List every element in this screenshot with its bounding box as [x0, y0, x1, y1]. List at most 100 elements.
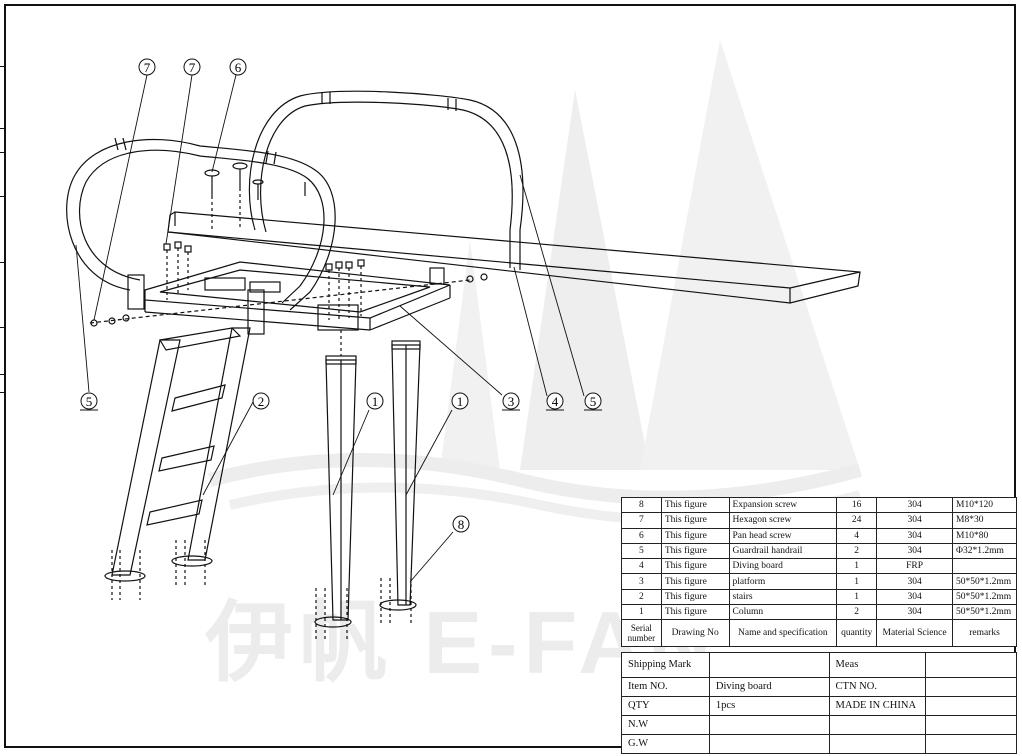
frame-tick [0, 374, 4, 375]
bom-serial: 4 [621, 558, 662, 575]
bom-quantity: 4 [836, 527, 878, 544]
shipping-mark-value [708, 652, 830, 678]
leader-lines [75, 74, 585, 583]
guardrail-handrail-right [248, 90, 524, 270]
bom-drawing-no: This figure [660, 573, 730, 590]
gw-extra-2 [924, 734, 1018, 754]
frame-tick [0, 262, 4, 263]
balloon-3: 3 [502, 392, 520, 410]
bom-remarks: Φ32*1.2mm [952, 542, 1017, 560]
bom-name: platform [728, 573, 838, 590]
bom-serial: 5 [621, 542, 662, 560]
bom-drawing-no: This figure [660, 604, 730, 621]
frame-tick [0, 152, 4, 153]
guardrail-handrail-left [66, 137, 336, 311]
bom-material: 304 [876, 573, 953, 590]
bom-remarks [952, 558, 1017, 575]
qty-label: QTY [621, 696, 710, 716]
meas-label: Meas [828, 652, 926, 678]
bom-material: FRP [876, 558, 953, 575]
bom-serial: 1 [621, 604, 662, 621]
platform-frame [127, 261, 451, 335]
balloon-group: 7 7 6 5 2 1 1 3 4 5 8 [80, 58, 602, 533]
bom-drawing-no: This figure [660, 542, 730, 560]
hex-bolts-right [466, 273, 488, 283]
header-quantity: quantity [836, 619, 878, 648]
bom-drawing-no: This figure [660, 588, 730, 606]
nw-extra [828, 715, 926, 735]
bom-material: 304 [876, 512, 953, 529]
bom-remarks: M8*30 [952, 512, 1017, 529]
bom-name: Hexagon screw [728, 512, 838, 529]
bom-drawing-no: This figure [660, 496, 730, 514]
bom-material: 304 [876, 527, 953, 544]
bom-remarks: 50*50*1.2mm [952, 604, 1017, 621]
meas-value [924, 652, 1018, 678]
bom-serial: 3 [621, 573, 662, 590]
nw-value [708, 715, 830, 735]
header-material: Material Science [876, 619, 953, 648]
bom-material: 304 [876, 542, 953, 560]
bom-drawing-no: This figure [660, 527, 730, 544]
frame-tick [0, 196, 4, 197]
balloon-1-a: 1 [366, 392, 384, 410]
header-name: Name and specification [728, 619, 838, 648]
bom-remarks: M10*120 [952, 496, 1017, 514]
frame-tick [0, 128, 4, 129]
balloon-7-a: 7 [138, 58, 156, 76]
diving-board [167, 211, 861, 304]
bom-name: Diving board [728, 558, 838, 575]
drawing-frame [4, 4, 1016, 748]
bom-drawing-no: This figure [660, 558, 730, 575]
header-drawing-no: Drawing No [660, 619, 730, 648]
frame-tick [0, 392, 4, 393]
bom-name: Column [728, 604, 838, 621]
shipping-mark-label: Shipping Mark [621, 652, 710, 678]
nw-label: N.W [621, 715, 710, 735]
svg-text:5: 5 [86, 394, 93, 409]
bom-name: Guardrail handrail [728, 542, 838, 560]
header-remarks: remarks [952, 619, 1017, 648]
bom-quantity: 16 [836, 496, 878, 514]
hex-screw-cluster [163, 241, 365, 320]
bom-header-row: Serial number Drawing No Name and specif… [621, 619, 1017, 648]
bom-material: 304 [876, 496, 953, 514]
balloon-1-b: 1 [451, 392, 469, 410]
bom-quantity: 2 [836, 542, 878, 560]
svg-text:1: 1 [457, 394, 464, 409]
balloon-6: 6 [229, 58, 247, 76]
bom-serial: 8 [621, 496, 662, 514]
frame-tick [0, 66, 4, 67]
svg-text:7: 7 [189, 60, 196, 75]
bom-serial: 6 [621, 527, 662, 544]
bom-remarks: 50*50*1.2mm [952, 573, 1017, 590]
balloon-5-a: 5 [80, 392, 98, 410]
bom-quantity: 1 [836, 573, 878, 590]
item-no-value: Diving board [708, 677, 830, 697]
bom-serial: 7 [621, 512, 662, 529]
bom-remarks: 50*50*1.2mm [952, 588, 1017, 606]
ctn-no-label: CTN NO. [828, 677, 926, 697]
bom-remarks: M10*80 [952, 527, 1017, 544]
frame-tick [0, 327, 4, 328]
svg-text:3: 3 [508, 394, 515, 409]
column-right [379, 340, 421, 625]
origin-value [924, 696, 1018, 716]
pan-head-screws [204, 162, 306, 230]
balloon-7-b: 7 [183, 58, 201, 76]
column-left [314, 330, 357, 640]
balloon-4: 4 [546, 392, 564, 410]
gw-label: G.W [621, 734, 710, 754]
svg-text:8: 8 [458, 517, 465, 532]
svg-text:1: 1 [372, 394, 379, 409]
svg-text:7: 7 [144, 60, 151, 75]
svg-text:2: 2 [258, 394, 265, 409]
bom-name: stairs [728, 588, 838, 606]
bom-serial: 2 [621, 588, 662, 606]
